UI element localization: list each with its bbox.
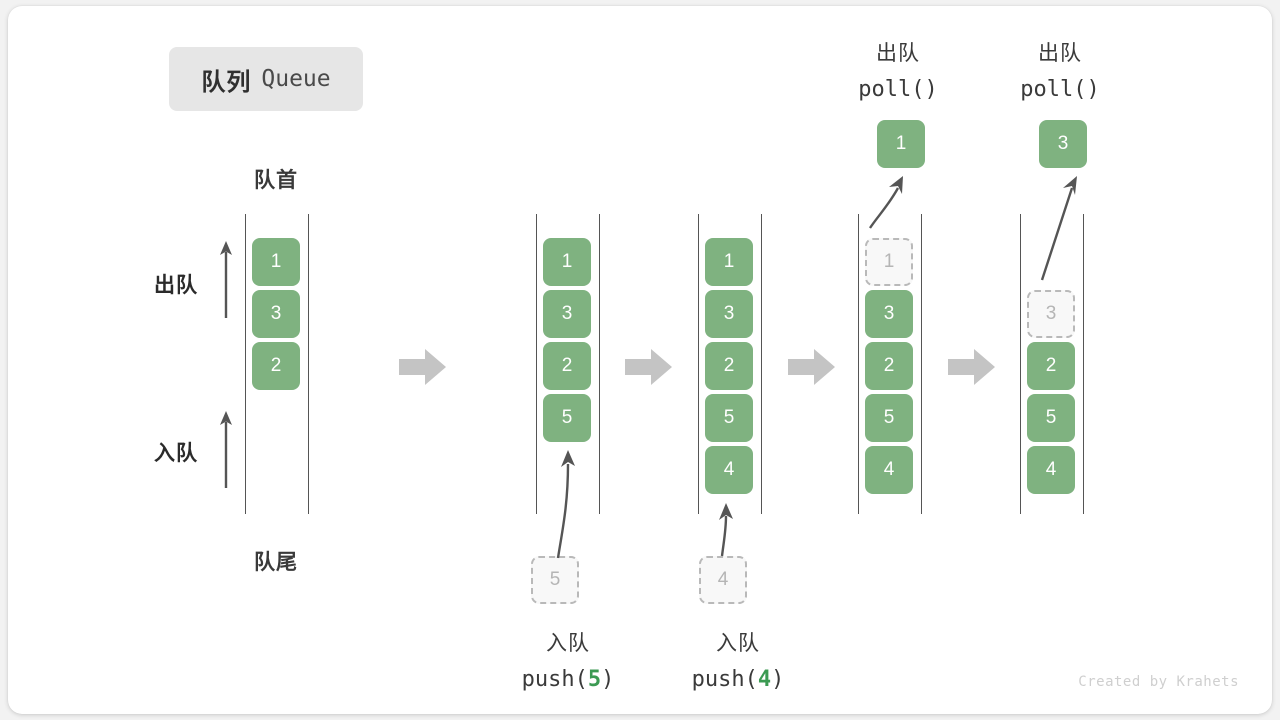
queue-tail-label: 队尾 — [254, 551, 298, 574]
queue-cell: 2 — [543, 342, 591, 390]
queue-cell: 4 — [1027, 446, 1075, 494]
enqueue-motion-arrow — [719, 503, 733, 557]
queue-cell: 2 — [1027, 342, 1075, 390]
step-caption-cn: 入队 — [716, 632, 760, 655]
queue-rail-right — [599, 214, 600, 514]
polled-element-box: 3 — [1039, 120, 1087, 168]
queue-column-poll-3: 3 2 5 4 — [1020, 214, 1084, 514]
flow-arrow-icon — [399, 349, 446, 385]
pending-element-box: 4 — [699, 556, 747, 604]
queue-column-push-4: 1 3 2 5 4 — [698, 214, 762, 514]
queue-cell: 2 — [865, 342, 913, 390]
queue-cell: 1 — [252, 238, 300, 286]
step-caption-en: poll() — [858, 77, 938, 102]
queue-rail-left — [858, 214, 859, 514]
push-prefix: push( — [691, 667, 758, 692]
queue-rail-left — [1020, 214, 1021, 514]
queue-cell: 3 — [865, 290, 913, 338]
queue-cell: 3 — [543, 290, 591, 338]
flow-arrow-icon — [625, 349, 672, 385]
diagram-title-en: Queue — [261, 66, 331, 92]
queue-rail-right — [921, 214, 922, 514]
queue-column-push-5: 1 3 2 5 — [536, 214, 600, 514]
enqueue-direction-arrow — [220, 411, 232, 488]
dequeue-motion-arrow — [869, 176, 903, 229]
diagram-title-cn: 队列 — [201, 68, 252, 96]
enqueue-motion-arrow — [556, 450, 575, 559]
dequeue-direction-arrow — [220, 241, 232, 318]
push-arg: 4 — [757, 667, 772, 692]
queue-rail-right — [308, 214, 309, 514]
step-caption-cn: 出队 — [876, 42, 920, 65]
watermark-credit: Created by Krahets — [1078, 674, 1239, 690]
queue-cell: 1 — [543, 238, 591, 286]
queue-cell: 5 — [865, 394, 913, 442]
polled-element-box: 1 — [877, 120, 925, 168]
queue-cell-new: 5 — [543, 394, 591, 442]
queue-rail-left — [245, 214, 246, 514]
queue-cell: 2 — [705, 342, 753, 390]
queue-cell: 1 — [705, 238, 753, 286]
queue-cell: 5 — [705, 394, 753, 442]
pending-element-box: 5 — [531, 556, 579, 604]
queue-head-label: 队首 — [254, 169, 298, 192]
step-caption-en: poll() — [1020, 77, 1100, 102]
queue-rail-left — [536, 214, 537, 514]
step-caption-poll-3: 出队 poll() — [970, 36, 1150, 108]
step-caption-cn: 入队 — [546, 632, 590, 655]
queue-column-initial: 1 3 2 — [245, 214, 309, 514]
queue-cell-removed: 3 — [1027, 290, 1075, 338]
push-suffix: ) — [771, 667, 785, 692]
step-caption-cn: 出队 — [1038, 42, 1082, 65]
enqueue-direction-label: 入队 — [154, 442, 198, 465]
step-caption-push-5: 入队 push(5) — [458, 626, 678, 698]
queue-cell: 4 — [865, 446, 913, 494]
diagram-card: 队列 Queue 队首 队尾 出队 入队 1 3 2 1 3 2 5 5 — [8, 6, 1272, 714]
flow-arrow-icon — [948, 349, 995, 385]
push-arg: 5 — [587, 667, 602, 692]
step-caption-push-4: 入队 push(4) — [628, 626, 848, 698]
queue-cell: 3 — [705, 290, 753, 338]
queue-rail-right — [1083, 214, 1084, 514]
flow-arrow-icon — [788, 349, 835, 385]
step-caption-poll-1: 出队 poll() — [808, 36, 988, 108]
queue-cell: 5 — [1027, 394, 1075, 442]
step-caption-en: push(4) — [628, 662, 848, 698]
queue-cell: 2 — [252, 342, 300, 390]
queue-cell-removed: 1 — [865, 238, 913, 286]
queue-cell: 3 — [252, 290, 300, 338]
queue-cell-new: 4 — [705, 446, 753, 494]
queue-rail-right — [761, 214, 762, 514]
queue-rail-left — [698, 214, 699, 514]
queue-column-poll-1: 1 3 2 5 4 — [858, 214, 922, 514]
diagram-title-chip: 队列 Queue — [169, 47, 363, 111]
step-caption-en: push(5) — [458, 662, 678, 698]
push-suffix: ) — [601, 667, 615, 692]
dequeue-direction-label: 出队 — [154, 274, 198, 297]
dequeue-motion-arrow — [1040, 176, 1077, 281]
push-prefix: push( — [521, 667, 588, 692]
